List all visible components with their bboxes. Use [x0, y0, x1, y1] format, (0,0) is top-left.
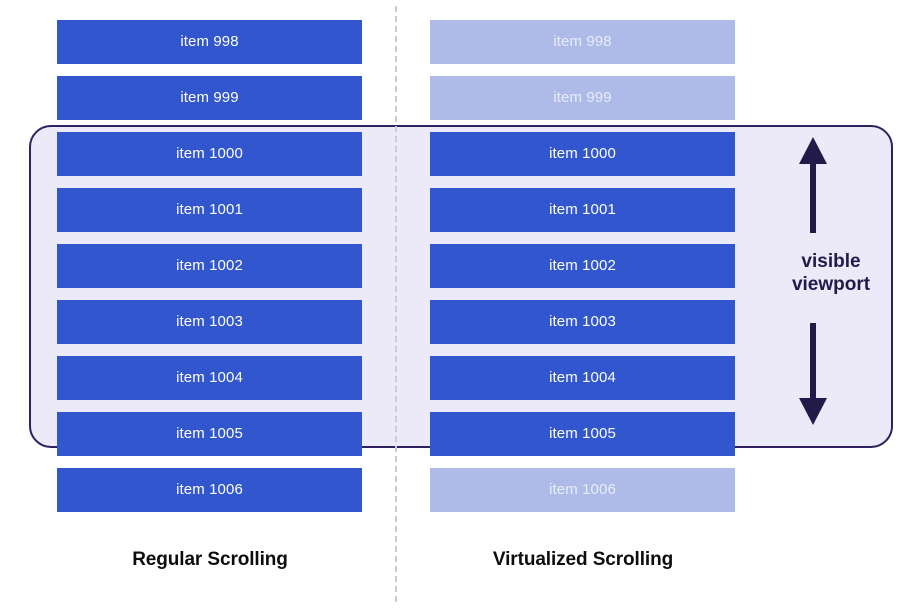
caption-virtualized-scrolling: Virtualized Scrolling [492, 549, 674, 570]
list-item[interactable]: item 998 [57, 20, 362, 64]
list-item[interactable]: item 1003 [57, 300, 362, 344]
list-item[interactable]: item 998 [430, 20, 735, 64]
list-item[interactable]: item 1004 [57, 356, 362, 400]
column-virtualized-scrolling: item 998 item 999 item 1000 item 1001 item 1… [413, 0, 753, 609]
list-item[interactable]: item 1000 [430, 132, 735, 176]
list-item[interactable]: item 1005 [430, 412, 735, 456]
list-item[interactable]: item 1000 [57, 132, 362, 176]
list-item[interactable]: item 1001 [57, 188, 362, 232]
column-regular-scrolling: item 998 item 999 item 1000 item 1001 item 1… [40, 0, 380, 609]
list-item[interactable]: item 999 [57, 76, 362, 120]
list-item[interactable]: item 1002 [430, 244, 735, 288]
column-divider [395, 6, 397, 602]
list-item[interactable]: item 1001 [430, 188, 735, 232]
list-item[interactable]: item 1006 [430, 468, 735, 512]
list-item[interactable]: item 999 [430, 76, 735, 120]
list-item[interactable]: item 1003 [430, 300, 735, 344]
list-item[interactable]: item 1004 [430, 356, 735, 400]
list-item[interactable]: item 1005 [57, 412, 362, 456]
caption-regular-scrolling: Regular Scrolling [132, 549, 288, 570]
list-item[interactable]: item 1002 [57, 244, 362, 288]
list-item[interactable]: item 1006 [57, 468, 362, 512]
